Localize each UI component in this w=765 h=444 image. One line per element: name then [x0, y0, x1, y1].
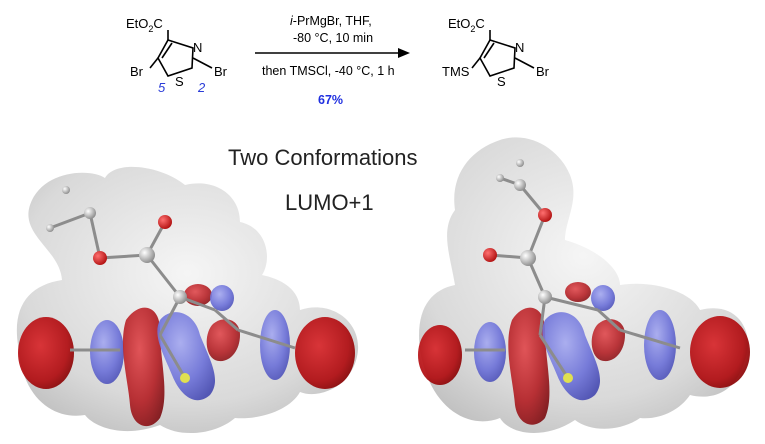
caption-orbital: LUMO+1 [285, 190, 374, 215]
atom-hydrogen [496, 174, 504, 182]
left-lobe-blue-1 [90, 320, 124, 384]
position-label-2: 2 [197, 80, 206, 95]
condition-line-2: -80 °C, 10 min [293, 31, 373, 45]
atom-hydrogen [46, 224, 54, 232]
atom-oxygen [483, 248, 497, 262]
right-lobe-red-2 [591, 319, 625, 362]
reactant-br-bond-right [192, 57, 213, 69]
reactant-bromine-right: Br [214, 64, 228, 79]
left-lobe-blue-3 [260, 310, 290, 380]
left-lobe-blue-2 [157, 312, 216, 401]
product-structure: EtO2C N S TMS Br [442, 16, 550, 89]
right-lobe-end-left [418, 325, 462, 385]
atom-carbon [514, 179, 526, 191]
product-thiazole-ring [479, 39, 516, 77]
product-tms-bond [471, 57, 481, 69]
reactant-thiazole-ring [157, 39, 194, 77]
atom-carbon [538, 290, 552, 304]
atom-carbon [520, 250, 536, 266]
product-ester-group: EtO2C [448, 16, 485, 34]
right-lobe-blue-2 [542, 312, 601, 401]
reactant-bromine-left: Br [130, 64, 144, 79]
left-orbital-lobes [18, 284, 355, 427]
atom-oxygen [93, 251, 107, 265]
atom-hydrogen [516, 159, 524, 167]
right-lobe-red-1 [508, 307, 550, 425]
product-nitrogen: N [515, 40, 524, 55]
right-lobe-blue-1 [474, 322, 506, 382]
right-orbital-lobes [418, 282, 750, 425]
right-lobe-end-right [690, 316, 750, 388]
left-lobe-red-2 [206, 319, 240, 362]
left-conformer-model [16, 166, 359, 434]
reactant-double-bond [161, 42, 173, 59]
right-lobe-blue-3 [644, 310, 676, 380]
yield-label: 67% [318, 93, 343, 107]
left-atoms [46, 186, 190, 383]
left-lobe-end-right [295, 317, 355, 389]
atom-oxygen [158, 215, 172, 229]
right-conformer-model [418, 137, 750, 433]
condition-line-3: then TMSCl, -40 °C, 1 h [262, 64, 395, 78]
left-lobe-blue-top [210, 285, 234, 311]
left-lobe-red-1 [122, 307, 165, 427]
reactant-br-bond-left [149, 57, 159, 69]
right-lobe-red-top [565, 282, 591, 302]
atom-sulfur [180, 373, 190, 383]
atom-carbon [139, 247, 155, 263]
product-sulfur: S [497, 74, 506, 89]
reactant-nitrogen: N [193, 40, 202, 55]
right-lobe-blue-top [591, 285, 615, 311]
caption-conformations: Two Conformations [228, 145, 418, 170]
atom-oxygen [538, 208, 552, 222]
arrow-head [398, 48, 410, 58]
atom-carbon [84, 207, 96, 219]
product-double-bond [483, 42, 495, 59]
atom-sulfur [563, 373, 573, 383]
reaction-arrow [255, 48, 410, 58]
reaction-conditions: i-PrMgBr, THF, -80 °C, 10 min then TMSCl… [262, 14, 395, 107]
atom-hydrogen [62, 186, 70, 194]
product-br-bond [514, 57, 535, 69]
position-label-5: 5 [158, 80, 166, 95]
condition-line-1: i-PrMgBr, THF, [290, 14, 372, 28]
product-tms: TMS [442, 64, 470, 79]
reactant-sulfur: S [175, 74, 184, 89]
reactant-structure: EtO2C N S Br Br 5 2 [126, 16, 228, 95]
left-lobe-end-left [18, 317, 74, 389]
reactant-ester-group: EtO2C [126, 16, 163, 34]
product-bromine: Br [536, 64, 550, 79]
right-atoms [483, 159, 573, 383]
atom-carbon [173, 290, 187, 304]
